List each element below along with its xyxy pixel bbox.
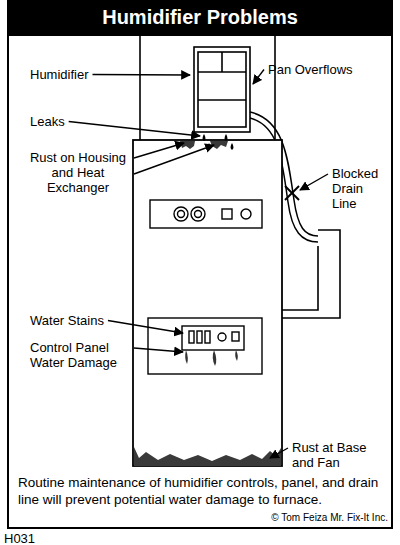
leader-arrow bbox=[69, 122, 200, 137]
rust-patches bbox=[180, 141, 228, 149]
duct bbox=[140, 36, 275, 140]
title: Humidifier Problems bbox=[8, 4, 392, 30]
leader-arrow bbox=[270, 448, 288, 458]
humidifier bbox=[194, 47, 250, 132]
blockage-mark bbox=[285, 186, 299, 200]
base-rust bbox=[134, 447, 281, 466]
leader-lines bbox=[69, 70, 328, 459]
part-label: Water Stains bbox=[30, 313, 104, 328]
caption: Routine maintenance of humidifier contro… bbox=[18, 474, 388, 508]
upper-panel bbox=[150, 200, 262, 228]
leader-arrow bbox=[253, 70, 264, 85]
leader-arrow bbox=[134, 145, 214, 174]
part-label: Pan Overflows bbox=[268, 62, 353, 77]
part-label: Humidifier bbox=[30, 67, 89, 82]
copyright: © Tom Feiza Mr. Fix-It Inc. bbox=[271, 511, 388, 524]
control-panel bbox=[148, 318, 262, 374]
part-label: Blocked Drain Line bbox=[332, 166, 390, 211]
part-label: Control Panel Water Damage bbox=[30, 340, 130, 370]
title-bar bbox=[8, 1, 392, 36]
furnace bbox=[133, 140, 282, 466]
part-label: Rust on Housing and Heat Exchanger bbox=[26, 150, 130, 195]
leader-arrow bbox=[108, 321, 183, 334]
leader-arrow bbox=[93, 74, 190, 76]
figure-code: H031 bbox=[4, 531, 35, 545]
part-label: Rust at Base and Fan bbox=[292, 440, 382, 470]
drain-pipe bbox=[282, 230, 340, 318]
leader-arrow bbox=[300, 174, 328, 190]
water-stains bbox=[185, 350, 238, 366]
leader-arrow bbox=[134, 143, 184, 158]
card-frame bbox=[8, 1, 392, 528]
leader-arrow bbox=[134, 348, 183, 352]
part-label: Leaks bbox=[30, 114, 65, 129]
